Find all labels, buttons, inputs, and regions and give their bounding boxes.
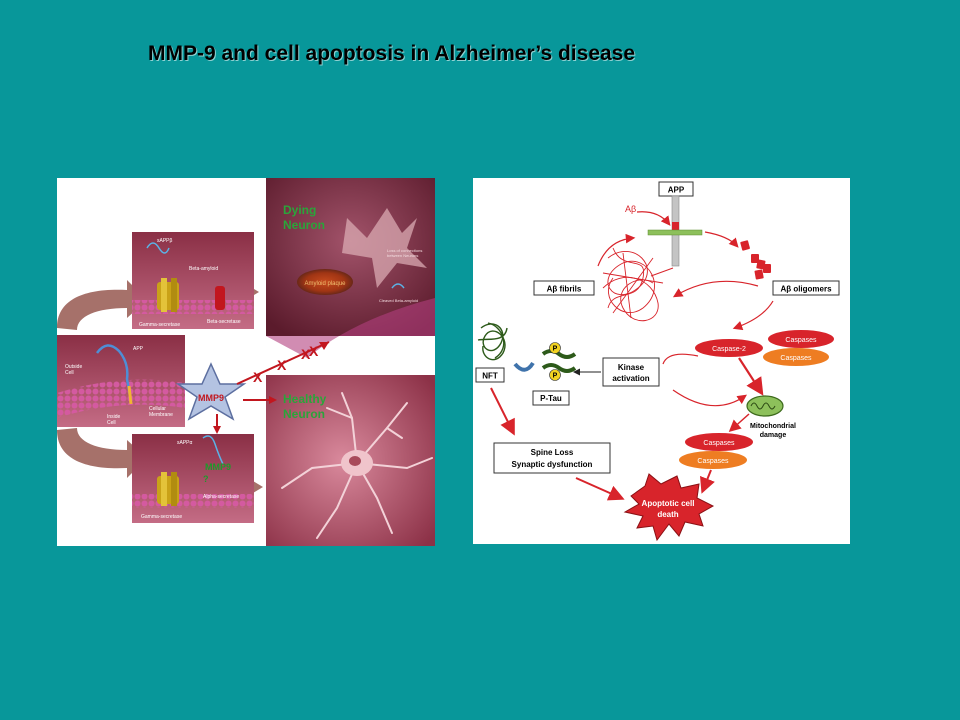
kinase-activation-box xyxy=(602,357,660,387)
mmp9-bottom-short: ? xyxy=(203,474,209,484)
mitochondrion-icon xyxy=(746,395,784,417)
dying-neuron-label: Dying Neuron xyxy=(283,203,325,232)
caspases-orange-ellipse-2 xyxy=(679,451,747,469)
apoptotic-cell-death-burst xyxy=(623,473,715,542)
left-figure-panel: Amyloid plaque Dying Neuron Loss of conn… xyxy=(57,178,435,546)
ptau-box xyxy=(532,390,570,406)
healthy-neuron-line2: Neuron xyxy=(283,407,325,421)
alpha-pathway-inset xyxy=(132,434,254,523)
app-label: APP xyxy=(668,186,685,195)
block-mark-2: X xyxy=(277,357,287,373)
mmp9-bottom-label: MMP9 xyxy=(205,462,231,472)
abeta-oligomers-label: Aβ oligomers xyxy=(780,285,832,294)
healthy-neuron-label: Healthy Neuron xyxy=(283,392,330,421)
mmp9-star-icon xyxy=(175,362,247,421)
caspases-label-2: Caspases xyxy=(780,355,812,362)
nft-label: NFT xyxy=(482,372,498,381)
amyloid-apoptosis-pathway-diagram: APP Aβ Aβ oligomers Aβ fibrils Caspase-2… xyxy=(475,181,840,542)
mmp9-star-label: MMP9 xyxy=(198,393,224,403)
abeta-fibrils-box xyxy=(533,280,595,296)
abeta-fibrils-label: Aβ fibrils xyxy=(547,285,582,294)
p-label-2: P xyxy=(553,373,558,380)
dying-neuron-line1: Dying xyxy=(283,203,316,217)
p-label-1: P xyxy=(553,346,558,353)
spine-loss-box xyxy=(493,442,611,474)
beta-pathway-inset xyxy=(132,232,254,329)
caspases-label-1: Caspases xyxy=(785,337,817,344)
cleaved-beta-amyloid-label: Cleaved Beta-amyloid xyxy=(379,298,418,303)
sappb-label: sAPPβ xyxy=(157,238,173,244)
beta-secretase-icon xyxy=(215,286,225,310)
nft-box xyxy=(475,367,505,383)
amyloid-plaque-label: Amyloid plaque xyxy=(304,281,346,287)
caspases-red-ellipse-2 xyxy=(685,433,753,451)
membrane-bar xyxy=(647,229,703,236)
gamma-secretase-bottom-label: Gamma-secretase xyxy=(141,514,182,520)
dying-neuron-shape xyxy=(342,208,427,288)
nft-icon xyxy=(477,322,508,361)
caspase2-ellipse xyxy=(695,339,763,357)
block-mark-4: X xyxy=(309,343,319,359)
app-label-left: APP xyxy=(133,346,144,352)
right-figure-panel: APP Aβ Aβ oligomers Aβ fibrils Caspase-2… xyxy=(473,178,850,544)
dying-neuron-line2: Neuron xyxy=(283,218,325,232)
abeta-oligomers-box xyxy=(772,280,840,296)
beta-amyloid-label: Beta-amyloid xyxy=(189,266,218,272)
abeta-oligomer-icons xyxy=(740,240,771,280)
ptau-label: P-Tau xyxy=(540,394,562,403)
block-mark-1: X xyxy=(253,369,263,385)
abeta-label: Aβ xyxy=(625,204,636,214)
slide-title: MMP-9 and cell apoptosis in Alzheimer’s … xyxy=(148,42,636,65)
healthy-neuron-line1: Healthy xyxy=(283,392,327,406)
abeta-fibrils-icon xyxy=(602,247,664,322)
caspases-orange-ellipse-1 xyxy=(763,348,829,366)
caspases-label-4: Caspases xyxy=(697,458,729,465)
upper-curved-arrow xyxy=(57,280,147,330)
sappa-label: sAPPα xyxy=(177,440,193,446)
caspase2-label: Caspase-2 xyxy=(712,346,746,353)
caspases-red-ellipse-1 xyxy=(768,330,834,348)
mmp9-processing-diagram: Amyloid plaque Dying Neuron Loss of conn… xyxy=(57,178,435,546)
alpha-secretase-label: Alpha-secretase xyxy=(203,494,239,500)
lower-curved-arrow xyxy=(57,428,147,478)
arrow-to-dying-neuron xyxy=(236,341,330,385)
block-mark-3: X xyxy=(301,346,311,362)
ptau-icon xyxy=(541,342,577,381)
caspases-label-3: Caspases xyxy=(703,440,735,447)
amyloid-plaque-icon xyxy=(297,269,353,295)
blue-curved-arrow-icon xyxy=(513,361,535,372)
beta-secretase-label: Beta-secretase xyxy=(207,319,241,325)
gamma-secretase-top-label: Gamma-secretase xyxy=(139,322,180,328)
